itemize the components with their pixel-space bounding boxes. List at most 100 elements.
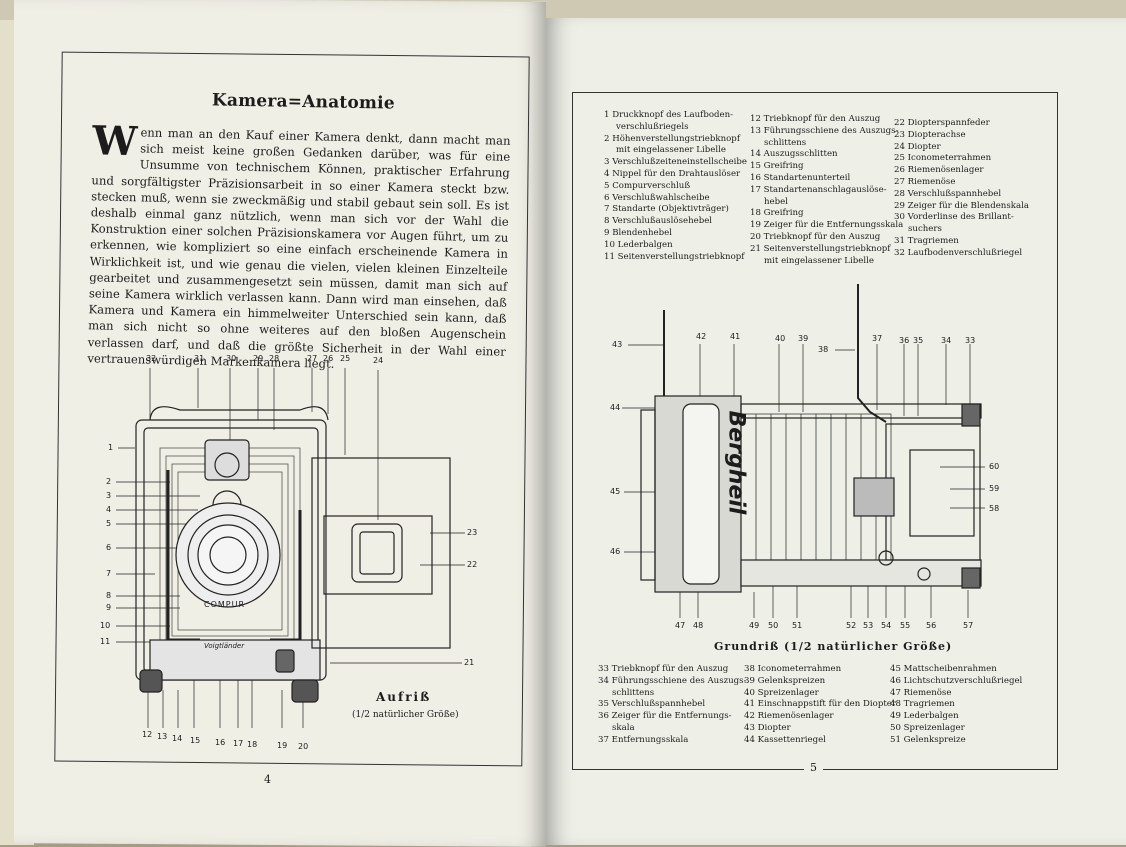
legend-item: skala: [612, 722, 635, 733]
legend-item: 38 Iconometerrahmen: [744, 664, 842, 674]
legend-item: 36 Zeiger für die Entfernungs-: [598, 711, 732, 722]
brand-label-bergheil: Bergheil: [723, 410, 749, 515]
callout-47: 47: [675, 621, 686, 630]
callout-6: 6: [106, 543, 112, 552]
callout-43: 43: [612, 340, 623, 349]
callout-4: 4: [106, 505, 112, 514]
legend-item: 42 Riemenösenlager: [744, 711, 834, 722]
callout-21: 21: [464, 658, 475, 667]
figure-subcaption-aufriss: (1/2 natürlicher Größe): [352, 710, 459, 720]
callout-28: 28: [269, 354, 280, 363]
callout-35: 35: [913, 336, 924, 345]
legend-item: 43 Diopter: [744, 722, 791, 733]
callout-32: 32: [146, 354, 157, 363]
legend-item: 35 Verschlußspannhebel: [598, 699, 706, 710]
legend-item: mit eingelassener Libelle: [764, 255, 874, 266]
callout-40: 40: [775, 334, 786, 343]
legend-item: 37 Entfernungsskala: [598, 734, 689, 745]
legend-item: 49 Lederbalgen: [890, 711, 959, 722]
callout-48: 48: [693, 621, 704, 630]
legend-item: 21 Seitenverstellungstriebknopf: [750, 243, 891, 254]
legend-item: 1 Druckknopf des Laufboden-: [604, 110, 734, 120]
callout-38: 38: [818, 345, 829, 354]
legend-item: 3 Verschlußzeiteneinstellscheibe: [604, 157, 748, 168]
callout-37: 37: [872, 334, 883, 343]
legend-item: 29 Zeiger für die Blendenskala: [894, 200, 1029, 211]
legend-item: 15 Greifring: [750, 161, 804, 172]
legend-item: 18 Greifring: [750, 208, 804, 219]
callout-16: 16: [215, 738, 226, 747]
legend-item: 34 Führungsschiene des Auszugs-: [598, 675, 747, 686]
legend-item: 17 Standartenanschlagauslöse-: [750, 184, 887, 195]
legend-item: 2 Höhenverstellungstriebknopf: [604, 133, 740, 144]
legend-item: hebel: [764, 196, 788, 207]
legend-item: 51 Gelenkspreize: [890, 734, 966, 745]
legend-bottom-col-3: 45 Mattscheibenrahmen 46 Lichtschutzvers…: [890, 664, 1022, 747]
legend-item: 27 Riemenöse: [894, 176, 956, 187]
legend-item: schlittens: [612, 687, 655, 698]
legend-bottom-col-1: 33 Triebknopf für den Auszug 34 Führungs…: [598, 664, 747, 747]
callout-19: 19: [277, 741, 288, 750]
callout-57: 57: [963, 621, 974, 630]
legend-bottom-col-2: 38 Iconometerrahmen 39 Gelenkspreizen 40…: [744, 664, 896, 747]
callout-49: 49: [749, 621, 760, 630]
callout-58: 58: [989, 504, 1000, 513]
callout-1: 1: [108, 443, 114, 452]
legend-item: 24 Diopter: [894, 141, 941, 152]
legend-item: 8 Verschlußauslösehebel: [604, 216, 713, 227]
legend-item: 30 Vorderlinse des Brillant-: [894, 212, 1014, 223]
page-number-left: 4: [258, 773, 277, 786]
legend-item: 11 Seitenverstellungstriebknopf: [604, 251, 745, 262]
legend-item: 13 Führungsschiene des Auszugs-: [750, 125, 899, 136]
callout-14: 14: [172, 734, 183, 743]
callout-53: 53: [863, 621, 874, 630]
callout-26: 26: [323, 354, 334, 363]
callout-46: 46: [610, 547, 621, 556]
legend-item: 40 Spreizenlager: [744, 687, 819, 698]
legend-item: 45 Mattscheibenrahmen: [890, 664, 997, 674]
legend-item: 22 Diopterspannfeder: [894, 118, 990, 128]
legend-top-col-3: 22 Diopterspannfeder 23 Diopterachse 24 …: [894, 118, 1029, 260]
figure-caption-aufriss: Aufriß: [376, 690, 432, 704]
legend-item: 46 Lichtschutzverschlußriegel: [890, 675, 1023, 686]
legend-item: 25 Iconometerrahmen: [894, 153, 992, 164]
legend-item: verschlußriegels: [616, 121, 689, 132]
callout-2: 2: [106, 477, 112, 486]
callout-51: 51: [792, 621, 803, 630]
callout-54: 54: [881, 621, 892, 630]
callout-59: 59: [989, 484, 1000, 493]
legend-item: 19 Zeiger für die Entfernungsskala: [750, 220, 904, 231]
legend-item: 5 Compurverschluß: [604, 180, 691, 191]
callout-22: 22: [467, 560, 478, 569]
legend-item: 31 Tragriemen: [894, 235, 959, 246]
lens-label-voigtlaender: Voigtländer: [204, 642, 245, 650]
legend-top-col-1: 1 Druckknopf des Laufboden- verschlußrie…: [604, 110, 747, 263]
callout-29: 29: [253, 354, 264, 363]
callout-50: 50: [768, 621, 779, 630]
legend-item: 12 Triebknopf für den Auszug: [750, 114, 881, 124]
legend-item: 39 Gelenkspreizen: [744, 675, 826, 686]
legend-item: 7 Standarte (Objektivträger): [604, 204, 729, 215]
callout-60: 60: [989, 462, 1000, 471]
callout-7: 7: [106, 569, 112, 578]
callout-41: 41: [730, 332, 741, 341]
callout-13: 13: [157, 732, 168, 741]
callout-33: 33: [965, 336, 976, 345]
legend-item: 41 Einschnappstift für den Diopter: [744, 699, 896, 710]
callout-36: 36: [899, 336, 910, 345]
legend-item: 20 Triebknopf für den Auszug: [750, 231, 881, 242]
callout-15: 15: [190, 736, 201, 745]
callout-9: 9: [106, 603, 112, 612]
legend-item: suchers: [908, 224, 942, 235]
callout-20: 20: [298, 742, 309, 751]
legend-item: 47 Riemenöse: [890, 687, 952, 698]
legend-item: 10 Lederbalgen: [604, 239, 673, 250]
callout-31: 31: [194, 354, 205, 363]
callout-42: 42: [696, 332, 707, 341]
legend-item: 44 Kassettenriegel: [744, 734, 826, 745]
callout-24: 24: [373, 356, 384, 365]
legend-item: 9 Blendenhebel: [604, 227, 672, 238]
callout-25: 25: [340, 354, 351, 363]
